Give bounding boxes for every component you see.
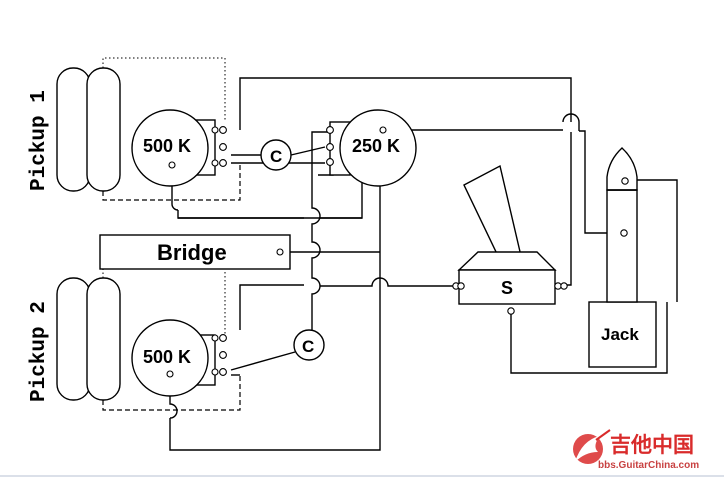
tone-pot-label: 250 K — [352, 136, 400, 156]
volume-pot-2 — [131, 319, 227, 397]
tone-pot — [326, 109, 417, 187]
bridge — [99, 234, 291, 270]
pickup-2 — [56, 267, 241, 411]
pickup-selector-switch — [452, 164, 568, 315]
bridge-label: Bridge — [157, 240, 227, 265]
watermark: 吉他中国 bbs.GuitarChina.com — [573, 429, 699, 471]
pickup-1-label: Pickup 1 — [28, 90, 51, 191]
capacitor-1-label: C — [270, 147, 282, 166]
watermark-url: bbs.GuitarChina.com — [598, 460, 699, 471]
output-jack — [588, 147, 657, 368]
capacitor-2-label: C — [302, 337, 314, 356]
bridge-lug — [276, 248, 284, 256]
capacitor-2 — [293, 329, 325, 361]
watermark-title: 吉他中国 — [610, 434, 694, 457]
guitar-logo-icon — [573, 429, 611, 464]
volume-pot-1-label: 500 K — [143, 136, 191, 156]
volume-pot-1 — [131, 109, 227, 187]
pickup-1 — [56, 57, 241, 201]
volume-pot-2-label: 500 K — [143, 347, 191, 367]
pickup-2-label: Pickup 2 — [28, 301, 51, 402]
switch-label: S — [501, 278, 513, 298]
capacitor-1 — [260, 139, 292, 171]
jack-label: Jack — [601, 325, 639, 344]
